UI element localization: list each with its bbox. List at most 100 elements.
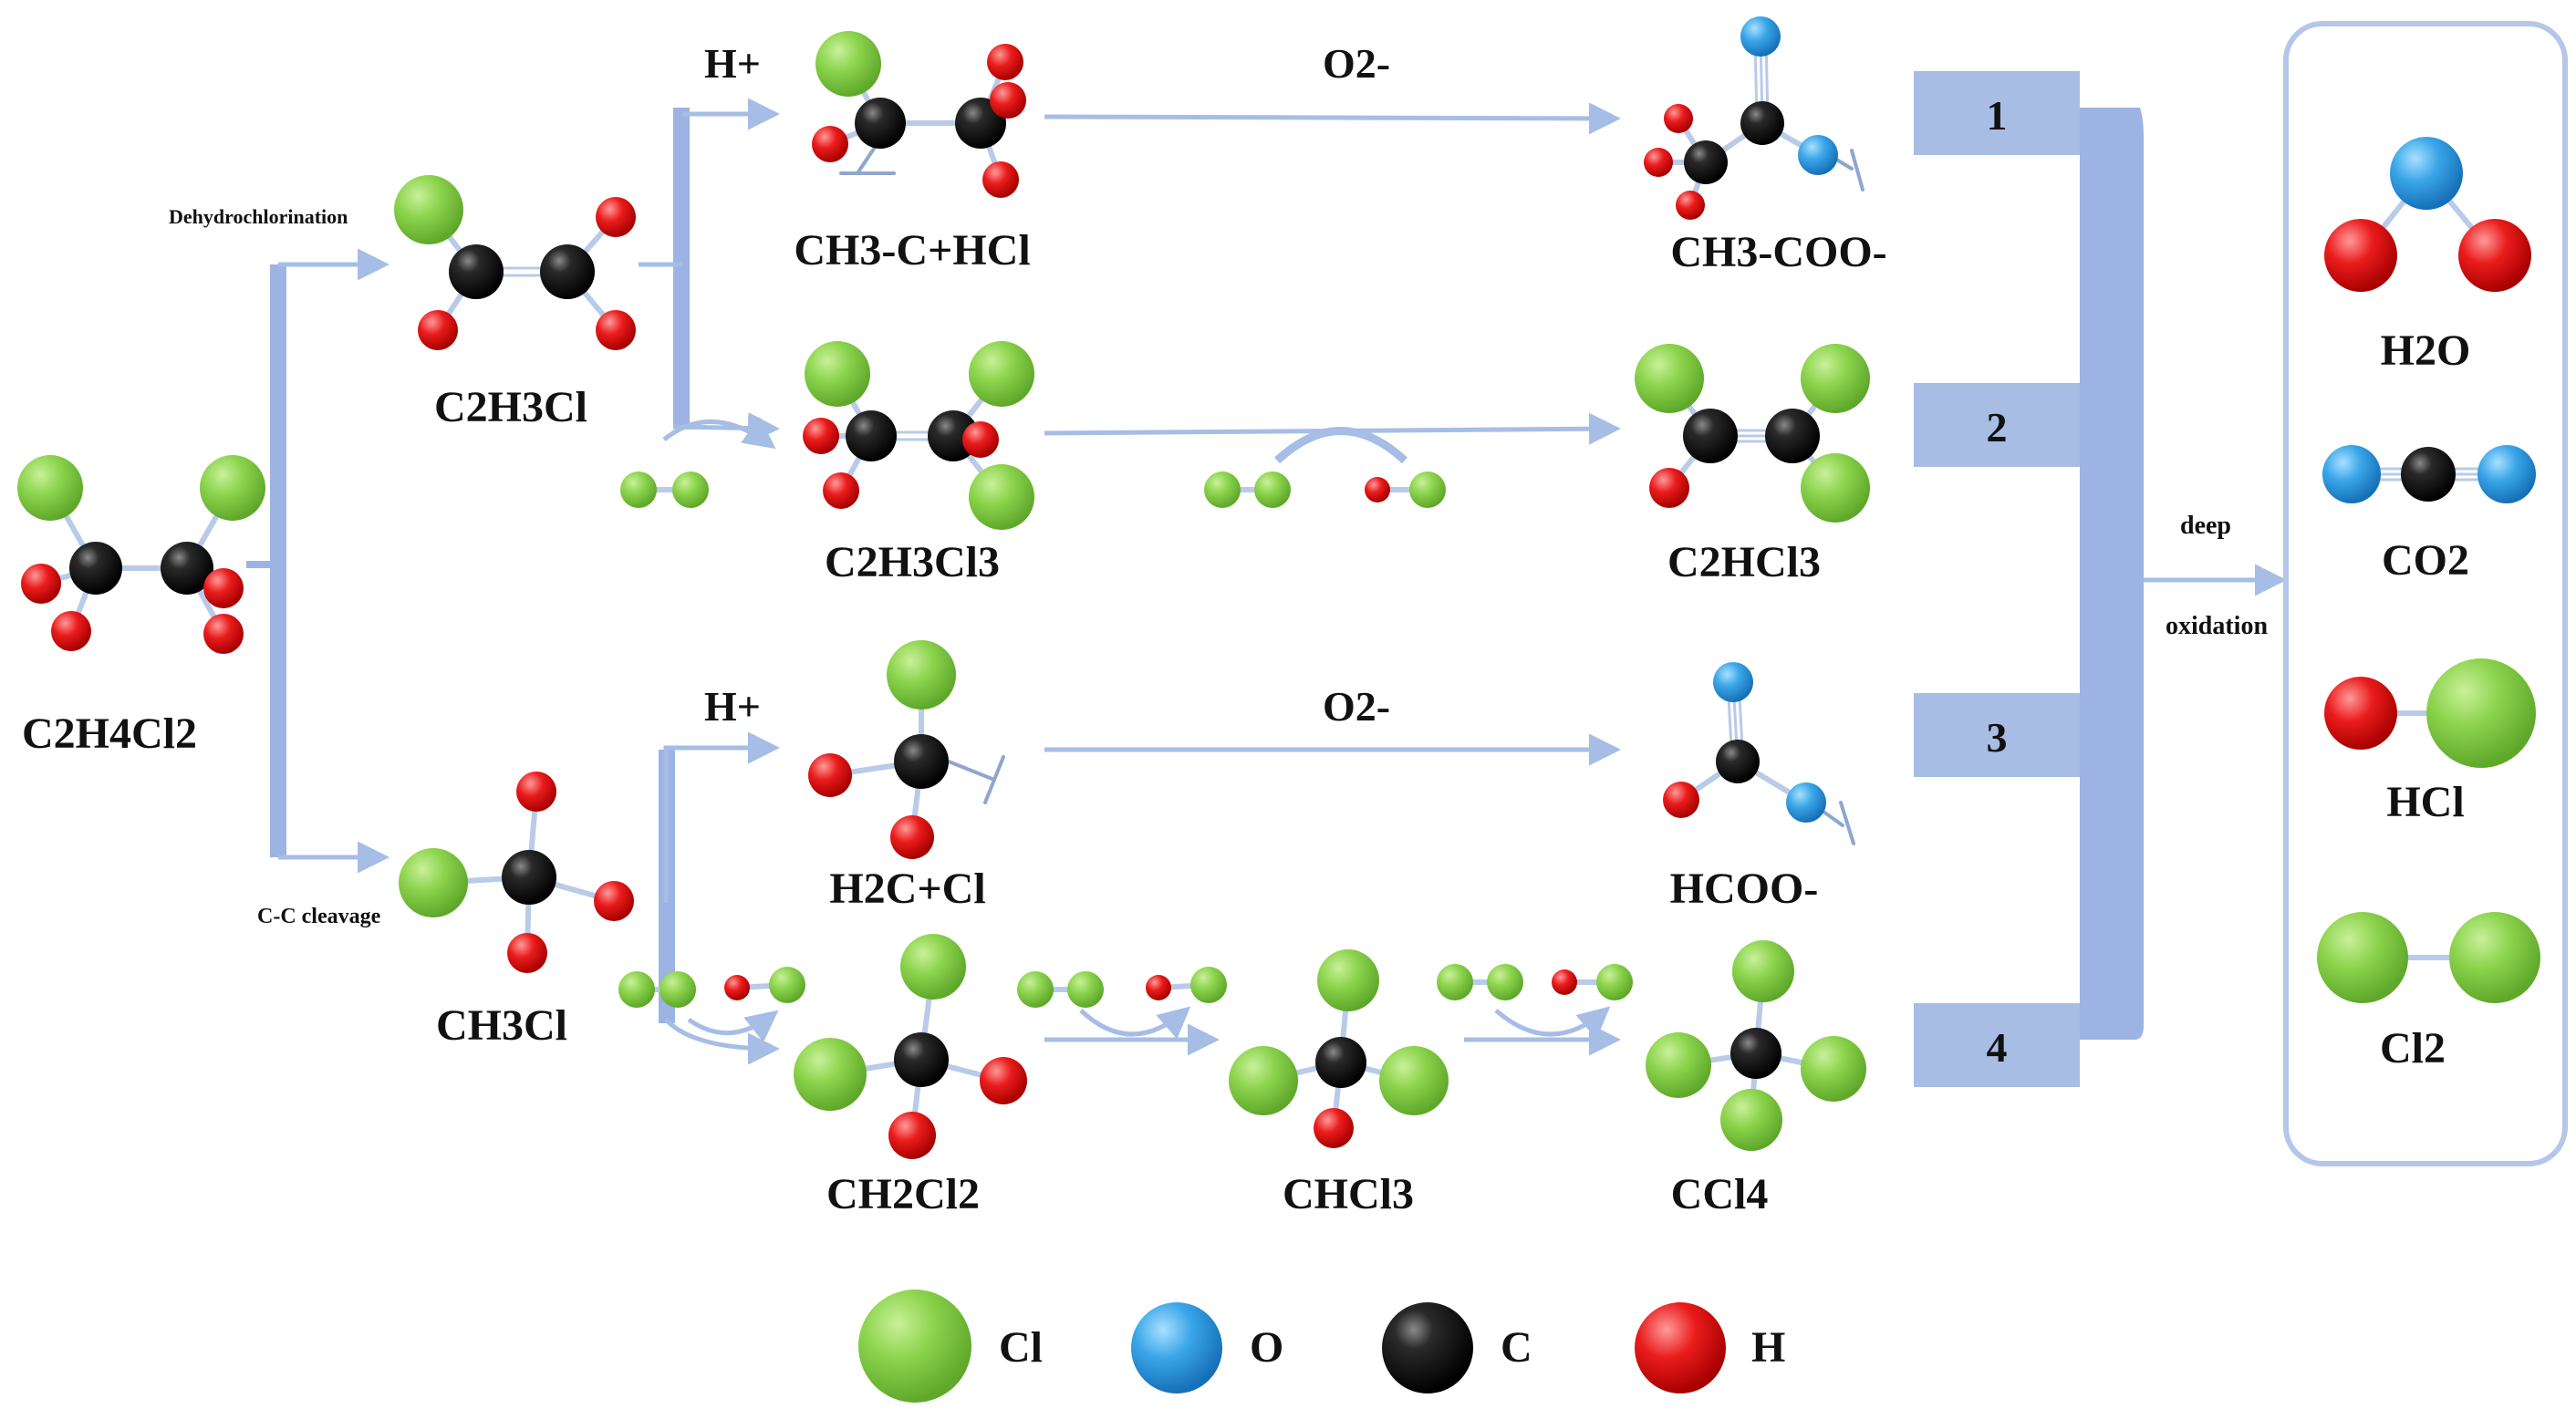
chlorine-atom [620, 471, 657, 508]
arrows [278, 98, 2287, 1065]
carbon-atom [894, 734, 949, 789]
chlorine-atom [769, 967, 805, 1003]
hydrogen-atom [987, 44, 1023, 80]
chlorine-atom [399, 848, 468, 917]
carbon-atom [449, 244, 504, 299]
oxygen-atom [1713, 662, 1753, 702]
legend: Cl O C H [999, 1323, 1785, 1372]
label-ch3coo: CH3-COO- [1670, 228, 1886, 276]
product-co2 [2322, 445, 2536, 503]
bond-tail [983, 755, 1005, 804]
chlorine-atom [969, 341, 1034, 407]
carbon-atom [502, 850, 556, 905]
label-c2h4cl2: C2H4Cl2 [22, 710, 197, 758]
molecule-hcoo [1663, 662, 1855, 845]
carbon-atom [1382, 1302, 1473, 1393]
label-h2ccl: H2C+Cl [829, 865, 985, 913]
carbon-atom [1740, 101, 1784, 145]
hydrogen-atom [1552, 969, 1577, 995]
chlorine-atom [858, 1290, 971, 1403]
bond-tail [947, 760, 996, 782]
label-h-plus-bottom: H+ [704, 683, 761, 730]
carbon-atom [1765, 409, 1820, 463]
labels: C2H4Cl2 Dehydrochlorination C-C cleavage… [22, 40, 2470, 1218]
product-label-co2: CO2 [2382, 536, 2469, 585]
chlorine-atom [1646, 1032, 1711, 1098]
hydrogen-atom [596, 310, 636, 350]
legend-label-h: H [1751, 1323, 1785, 1372]
hydrogen-atom [808, 753, 852, 797]
pathway-number-boxes: 1 2 3 4 [1914, 71, 2080, 1087]
legend-ball-c [1382, 1302, 1473, 1393]
hydrogen-atom [1314, 1108, 1354, 1148]
carbon-atom [1684, 140, 1728, 184]
carbon-atom [2401, 447, 2456, 502]
right-collector-bar [2080, 108, 2144, 1040]
label-ccl4: CCl4 [1671, 1170, 1769, 1218]
chlorine-atom [2449, 912, 2540, 1003]
product-label-cl2: Cl2 [2380, 1024, 2446, 1072]
hydrogen-atom [596, 197, 636, 237]
hydrogen-atom [1664, 104, 1693, 133]
reagent-hcl-mid [1365, 471, 1446, 508]
product-cl2 [2317, 912, 2540, 1003]
oxygen-atom [1131, 1302, 1222, 1393]
label-o2-top: O2- [1323, 40, 1390, 87]
oxygen-atom [2390, 137, 2463, 210]
pathway-number-1: 1 [1987, 92, 2008, 139]
hydrogen-atom [2458, 219, 2531, 292]
hydrogen-atom [2324, 219, 2397, 292]
carbon-atom [69, 542, 122, 595]
label-c2hcl3: C2HCl3 [1667, 538, 1821, 586]
chlorine-atom [1254, 471, 1291, 508]
hydrogen-atom [51, 611, 91, 651]
hydrogen-atom [888, 1112, 936, 1159]
molecule-h2ccl [808, 640, 1005, 859]
label-o2-bottom: O2- [1323, 683, 1390, 730]
chlorine-atom [1720, 1089, 1782, 1151]
oxygen-atom [2322, 445, 2381, 503]
legend-ball-cl [858, 1290, 971, 1403]
chlorine-atom [1801, 1036, 1866, 1102]
chlorine-atom [17, 455, 83, 521]
molecule-c2h4cl2 [17, 455, 265, 654]
hydrogen-atom [203, 614, 244, 654]
hydrogen-atom [1365, 477, 1390, 502]
hydrogen-atom [516, 772, 556, 812]
molecules [17, 16, 2540, 1403]
label-deep: deep [2180, 512, 2231, 540]
chlorine-atom [200, 455, 265, 521]
legend-label-cl: Cl [999, 1323, 1043, 1372]
hydrogen-atom [962, 421, 999, 458]
hydrogen-atom [1663, 782, 1699, 818]
carbon-atom [846, 410, 897, 461]
chlorine-atom [1017, 971, 1054, 1008]
reagent-cl2-b3 [1437, 964, 1523, 1000]
chlorine-atom [394, 175, 463, 244]
carbon-atom [1315, 1037, 1366, 1088]
hydrogen-atom [890, 815, 934, 859]
hydrogen-atom [418, 310, 458, 350]
carbon-atom [894, 1032, 949, 1087]
chlorine-atom [2317, 912, 2408, 1003]
bond-tail [1850, 149, 1864, 192]
chlorine-atom [1317, 949, 1379, 1011]
chlorine-atom [969, 464, 1034, 530]
product-h2o [2324, 137, 2531, 292]
hydrogen-atom [990, 82, 1026, 119]
hydrogen-atom [980, 1057, 1027, 1104]
label-hcoo: HCOO- [1670, 865, 1819, 913]
chlorine-atom [900, 934, 966, 1000]
product-label-hcl: HCl [2386, 778, 2464, 826]
chlorine-atom [1596, 964, 1633, 1000]
hydrogen-atom [1146, 975, 1171, 1000]
chlorine-atom [794, 1038, 867, 1111]
reagent-hcl-b3 [1552, 964, 1633, 1000]
molecule-ch3-chcl [812, 31, 1026, 198]
carbon-atom [540, 244, 595, 299]
hydrogen-atom [1644, 148, 1673, 177]
reagent-cl2-mid [1204, 471, 1291, 508]
carbon-atom [1716, 740, 1760, 783]
top-bracket [673, 108, 690, 427]
